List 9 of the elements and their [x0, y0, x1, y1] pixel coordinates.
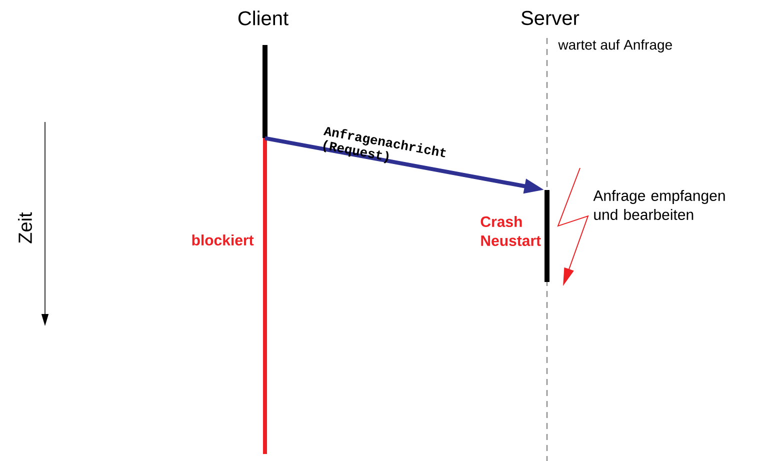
status-note: wartet auf Anfrage: [558, 39, 672, 53]
axis-label: Zeit: [18, 212, 32, 244]
state-label: Crash Neustart: [480, 216, 541, 246]
lifeline-title: Server: [521, 10, 580, 26]
annotation: Anfrage empfangen und bearbeiten: [593, 190, 725, 220]
state-label: blockiert: [192, 234, 254, 246]
lifeline-title: Client: [238, 10, 288, 26]
activation-bar: [262, 45, 268, 138]
activation-bar: [544, 190, 550, 282]
